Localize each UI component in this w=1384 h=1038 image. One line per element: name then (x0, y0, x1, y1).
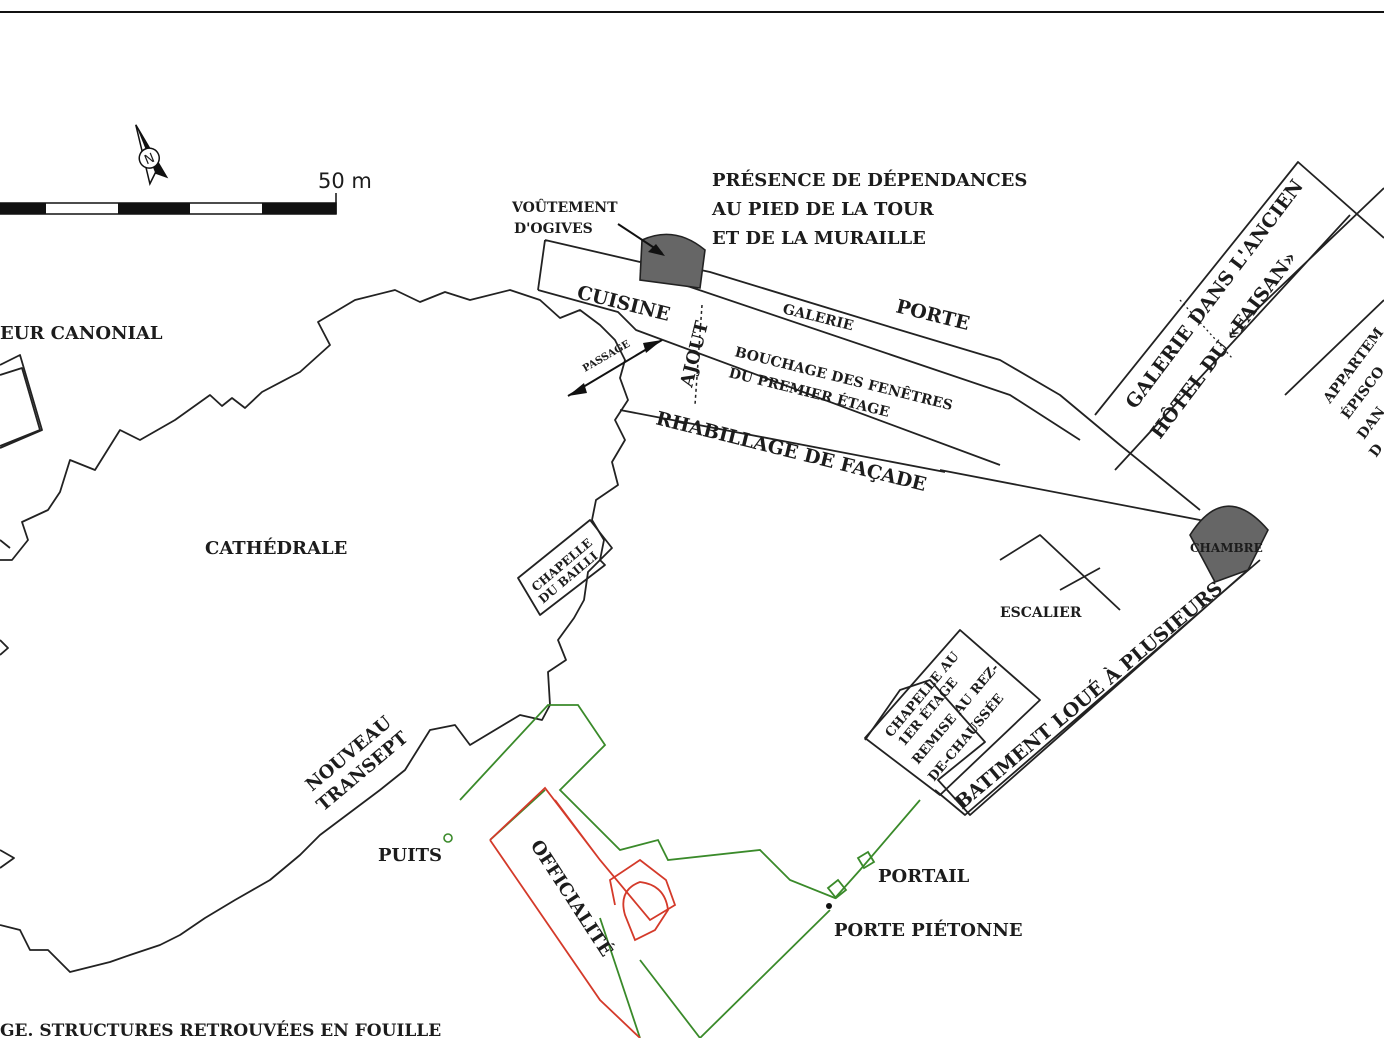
label-voutement-line1: VOÛTEMENT (511, 198, 618, 216)
scale-bar-label: 50 m (318, 169, 372, 193)
label-chambre: CHAMBRE (1190, 541, 1263, 555)
scale-bar: 50 m (0, 169, 372, 215)
chambre-tower (1189, 505, 1269, 583)
label-ajout: AJOUT (676, 318, 713, 390)
label-portail: PORTAIL (878, 866, 970, 887)
label-porte-pietonne: PORTE PIÉTONNE (834, 918, 1023, 941)
label-appartement-line4: D (1366, 441, 1384, 460)
cathedral-outline (0, 289, 629, 973)
label-nouveau-transept: NOUVEAU TRANSEPT (302, 712, 413, 816)
label-voutement-line2: D'OGIVES (514, 221, 593, 237)
label-appartement: APPARTEM ÉPISCO DAN D (1320, 325, 1384, 460)
label-presence-line1: PRÉSENCE DE DÉPENDANCES (712, 168, 1027, 191)
label-cuisine: CUISINE (575, 282, 673, 326)
portail-square (826, 878, 848, 900)
label-presence: PRÉSENCE DE DÉPENDANCES AU PIED DE LA TO… (711, 168, 1027, 249)
label-bouchage: BOUCHAGE DES FENÊTRES DU PREMIER ÉTAGE (727, 342, 955, 420)
passage-arrow-icon (567, 339, 663, 397)
label-rhabillage: RHABILLAGE DE FAÇADE (654, 408, 929, 497)
porte-pietonne-mark (856, 850, 876, 870)
officialite-apse (622, 881, 669, 942)
cathedral-west-notches (0, 539, 15, 869)
label-voutement: VOÛTEMENT D'OGIVES (511, 198, 618, 237)
label-puits: PUITS (378, 845, 442, 866)
voutement-tower (639, 233, 706, 289)
choeur-block (0, 367, 41, 447)
faisan-outline (1094, 161, 1384, 471)
label-galerie-ancien-line1: GALERIE DANS L'ANCIEN (1121, 176, 1307, 413)
east-block-outline (864, 469, 1261, 816)
label-galerie-ancien: GALERIE DANS L'ANCIEN HÔTEL DU «FAISAN» (1121, 176, 1307, 443)
label-chapelle-etage: CHAPELLE AU 1ER ÉTAGE REMISE AU REZ- DE-… (883, 649, 1008, 785)
label-escalier: ESCALIER (1000, 605, 1082, 621)
ajout-divider (694, 304, 703, 406)
label-presence-line3: ET DE LA MURAILLE (712, 228, 926, 249)
figure-caption: GE. STRUCTURES RETROUVÉES EN FOUILLE (0, 1020, 441, 1038)
label-cathedrale: CATHÉDRALE (205, 536, 347, 559)
voutement-pointer-head (648, 244, 665, 256)
label-passage: PASSAGE (581, 339, 632, 375)
north-arrow-icon: N (135, 124, 169, 186)
chapelle-bailli-outline (517, 519, 613, 616)
label-presence-line2: AU PIED DE LA TOUR (711, 199, 935, 220)
officialite-outline (489, 786, 677, 1038)
label-officialite: OFFICIALITÉ (526, 835, 619, 960)
label-choeur: EUR CANONIAL (0, 323, 163, 344)
green-enclosure (459, 704, 921, 1038)
main-building-outline (537, 239, 1201, 511)
porte-dot (826, 903, 832, 909)
chapelle-etage-outline (864, 629, 1041, 796)
label-porte: PORTE (894, 296, 972, 335)
puits-circle (443, 833, 453, 843)
